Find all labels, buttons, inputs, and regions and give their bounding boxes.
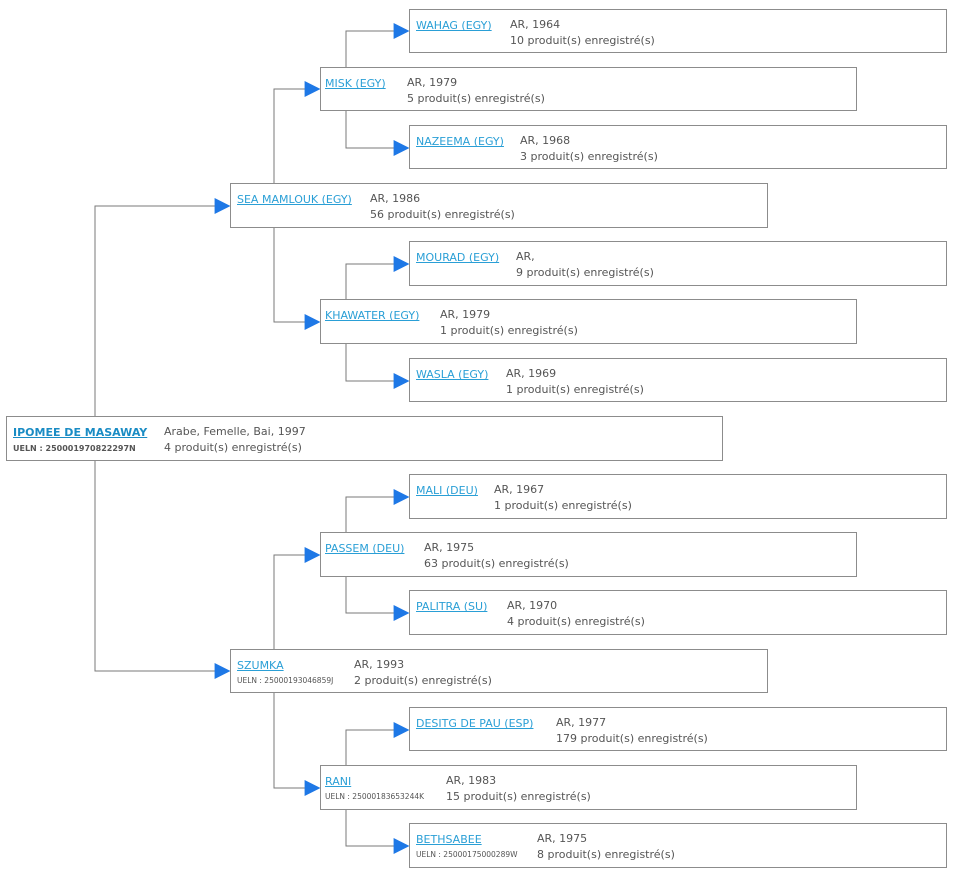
horse-info: AR, 1975 (424, 541, 475, 554)
horse-card-wasla: WASLA (EGY) AR, 1969 1 produit(s) enregi… (409, 358, 947, 402)
horse-info: AR, 1986 (370, 192, 421, 205)
horse-card-mourad: MOURAD (EGY) AR, 9 produit(s) enregistré… (409, 241, 947, 286)
horse-products: 4 produit(s) enregistré(s) (507, 615, 645, 628)
horse-info: AR, 1993 (354, 658, 405, 671)
ueln-number: UELN : 250001970822297N (13, 444, 136, 453)
horse-info: Arabe, Femelle, Bai, 1997 (164, 425, 306, 438)
horse-card-bethsabee: BETHSABEE UELN : 25000175000289W AR, 197… (409, 823, 947, 868)
horse-card-desitg-de-pau: DESITG DE PAU (ESP) AR, 1977 179 produit… (409, 707, 947, 751)
horse-link-passem[interactable]: PASSEM (DEU) (325, 542, 405, 555)
horse-card-mali: MALI (DEU) AR, 1967 1 produit(s) enregis… (409, 474, 947, 519)
horse-link-rani[interactable]: RANI (325, 775, 352, 788)
horse-link-wasla[interactable]: WASLA (EGY) (416, 368, 489, 381)
horse-info: AR, 1970 (507, 599, 558, 612)
horse-link-palitra[interactable]: PALITRA (SU) (416, 600, 488, 613)
horse-products: 63 produit(s) enregistré(s) (424, 557, 569, 570)
horse-products: 5 produit(s) enregistré(s) (407, 92, 545, 105)
horse-products: 2 produit(s) enregistré(s) (354, 674, 492, 687)
horse-products: 56 produit(s) enregistré(s) (370, 208, 515, 221)
horse-info: AR, 1969 (506, 367, 557, 380)
horse-products: 4 produit(s) enregistré(s) (164, 441, 302, 454)
horse-products: 1 produit(s) enregistré(s) (440, 324, 578, 337)
ueln-number: UELN : 25000183653244K (325, 792, 425, 801)
horse-products: 10 produit(s) enregistré(s) (510, 34, 655, 47)
horse-info: AR, 1983 (446, 774, 497, 787)
horse-info: AR, 1967 (494, 483, 545, 496)
horse-card-wahag: WAHAG (EGY) AR, 1964 10 produit(s) enreg… (409, 9, 947, 53)
horse-card-rani: RANI UELN : 25000183653244K AR, 1983 15 … (320, 765, 857, 810)
horse-info: AR, 1979 (440, 308, 491, 321)
horse-link-misk[interactable]: MISK (EGY) (325, 77, 386, 90)
horse-link-nazeema[interactable]: NAZEEMA (EGY) (416, 135, 504, 148)
horse-link-bethsabee[interactable]: BETHSABEE (416, 833, 482, 846)
horse-card-passem: PASSEM (DEU) AR, 1975 63 produit(s) enre… (320, 532, 857, 577)
horse-info: AR, 1968 (520, 134, 571, 147)
horse-products: 1 produit(s) enregistré(s) (506, 383, 644, 396)
horse-card-ipomee-de-masaway: IPOMEE DE MASAWAY UELN : 250001970822297… (6, 416, 723, 461)
horse-link-mourad[interactable]: MOURAD (EGY) (416, 251, 500, 264)
horse-card-szumka: SZUMKA UELN : 25000193046859J AR, 1993 2… (230, 649, 768, 693)
horse-link-desitg-de-pau[interactable]: DESITG DE PAU (ESP) (416, 717, 534, 730)
horse-card-sea-mamlouk: SEA MAMLOUK (EGY) AR, 1986 56 produit(s)… (230, 183, 768, 228)
horse-products: 9 produit(s) enregistré(s) (516, 266, 654, 279)
horse-link-ipomee-de-masaway[interactable]: IPOMEE DE MASAWAY (13, 426, 148, 439)
ueln-number: UELN : 25000175000289W (416, 850, 518, 859)
horse-card-khawater: KHAWATER (EGY) AR, 1979 1 produit(s) enr… (320, 299, 857, 344)
horse-info: AR, 1964 (510, 18, 561, 31)
horse-link-khawater[interactable]: KHAWATER (EGY) (325, 309, 420, 322)
horse-info: AR, (516, 250, 535, 263)
horse-products: 179 produit(s) enregistré(s) (556, 732, 708, 745)
ueln-number: UELN : 25000193046859J (237, 676, 334, 685)
horse-info: AR, 1977 (556, 716, 607, 729)
horse-link-sea-mamlouk[interactable]: SEA MAMLOUK (EGY) (237, 193, 352, 206)
horse-products: 8 produit(s) enregistré(s) (537, 848, 675, 861)
horse-products: 1 produit(s) enregistré(s) (494, 499, 632, 512)
horse-link-mali[interactable]: MALI (DEU) (416, 484, 478, 497)
horse-info: AR, 1975 (537, 832, 588, 845)
horse-products: 15 produit(s) enregistré(s) (446, 790, 591, 803)
horse-card-palitra: PALITRA (SU) AR, 1970 4 produit(s) enreg… (409, 590, 947, 635)
horse-link-wahag[interactable]: WAHAG (EGY) (416, 19, 492, 32)
horse-products: 3 produit(s) enregistré(s) (520, 150, 658, 163)
horse-info: AR, 1979 (407, 76, 458, 89)
horse-card-misk: MISK (EGY) AR, 1979 5 produit(s) enregis… (320, 67, 857, 111)
horse-link-szumka[interactable]: SZUMKA (237, 659, 284, 672)
horse-card-nazeema: NAZEEMA (EGY) AR, 1968 3 produit(s) enre… (409, 125, 947, 169)
